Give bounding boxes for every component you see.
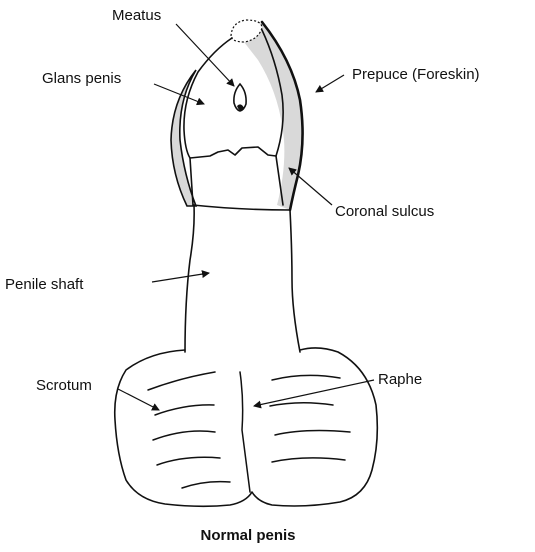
label-raphe: Raphe bbox=[378, 371, 422, 388]
figure-caption: Normal penis bbox=[200, 527, 295, 544]
scrotal-fold bbox=[148, 372, 215, 390]
shaft-right bbox=[290, 210, 300, 352]
shaft-top-edge bbox=[193, 205, 290, 210]
raphe-line bbox=[240, 372, 250, 492]
scrotal-fold bbox=[182, 482, 230, 488]
label-coronal-sulcus: Coronal sulcus bbox=[335, 203, 434, 220]
scrotal-fold bbox=[155, 405, 214, 415]
scrotal-fold bbox=[157, 457, 220, 465]
leader-meatus bbox=[176, 24, 234, 86]
prepuce-shape bbox=[233, 22, 303, 210]
shaft-left bbox=[185, 205, 194, 352]
leader-raphe bbox=[254, 380, 374, 406]
label-meatus: Meatus bbox=[112, 7, 161, 24]
scrotal-fold bbox=[272, 375, 340, 380]
leader-penile-shaft bbox=[152, 273, 209, 282]
label-penile-shaft: Penile shaft bbox=[5, 276, 84, 293]
label-scrotum: Scrotum bbox=[36, 377, 92, 394]
label-prepuce: Prepuce (Foreskin) bbox=[352, 66, 480, 83]
leader-prepuce bbox=[316, 75, 344, 92]
scrotum-outline bbox=[115, 348, 378, 506]
scrotal-fold bbox=[153, 431, 215, 440]
scrotal-fold bbox=[272, 458, 345, 462]
scrotal-fold bbox=[270, 403, 333, 406]
leader-scrotum bbox=[118, 389, 159, 410]
label-glans-penis: Glans penis bbox=[42, 70, 121, 87]
scrotal-fold bbox=[275, 431, 350, 435]
